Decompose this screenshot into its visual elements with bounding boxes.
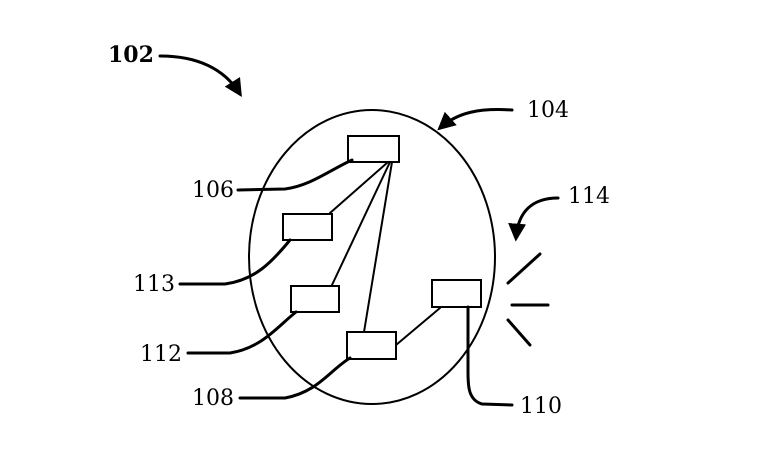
arrow-114 (508, 196, 560, 242)
leader-106 (236, 158, 354, 192)
arrow-102 (158, 54, 242, 98)
label-113: 113 (133, 272, 175, 297)
link-106-113 (329, 161, 389, 214)
label-104: 104 (527, 98, 569, 123)
label-108: 108 (192, 386, 234, 411)
component-106 (347, 135, 400, 163)
emission-ray-top (506, 252, 542, 285)
leader-110 (466, 305, 514, 407)
leader-108 (238, 356, 352, 400)
device-ellipse (248, 109, 496, 405)
component-110 (431, 279, 482, 308)
link-106-112 (331, 161, 391, 286)
component-112 (290, 285, 340, 313)
emission-ray-bottom (506, 318, 532, 347)
link-106-108 (363, 161, 393, 333)
component-108 (346, 331, 397, 360)
leader-112 (186, 310, 298, 355)
arrow-104 (437, 108, 514, 131)
leader-113 (178, 238, 292, 286)
link-108-110 (395, 307, 441, 346)
label-112: 112 (140, 342, 182, 367)
component-113 (282, 213, 333, 241)
label-110: 110 (520, 394, 562, 419)
label-106: 106 (192, 178, 234, 203)
label-102: 102 (108, 42, 154, 68)
label-114: 114 (568, 184, 610, 209)
